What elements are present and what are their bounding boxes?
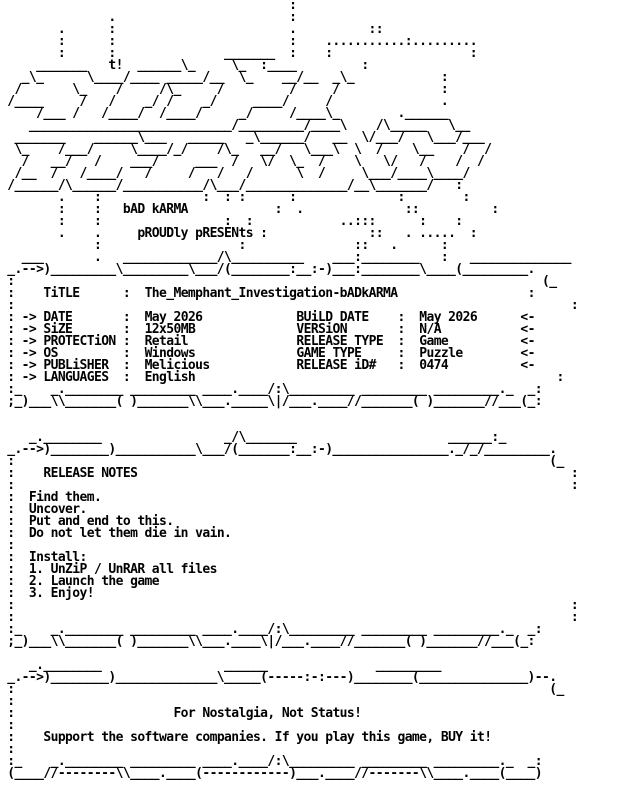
notes-line-4: Do not let them die in vain.: [28, 526, 232, 541]
field-value-protection: Retail: [144, 334, 189, 349]
field-label-build-date: BUiLD DATE: [296, 310, 369, 325]
logo-art: : . : . : . :: : : : ...........:.......…: [7, 0, 492, 217]
field-label-size: SiZE: [43, 322, 73, 337]
field-label-protection: PROTECTiON: [43, 334, 116, 349]
field-value-os: Windows: [144, 346, 196, 361]
notes-line-1: Find them.: [28, 490, 102, 505]
field-label-os: OS: [43, 346, 58, 361]
tagline: t!: [108, 58, 123, 73]
field-value-version: N/A: [419, 322, 441, 337]
field-value-languages: English: [144, 370, 196, 385]
notes-line-2: Uncover.: [28, 502, 87, 517]
field-value-date: May 2026: [144, 310, 203, 325]
release-title: The_Memphant_Investigation-bADkARMA: [144, 286, 399, 301]
title-label: TiTLE: [43, 286, 80, 301]
field-value-publisher: Melicious: [144, 358, 211, 373]
group-name: bAD kARMA: [122, 202, 189, 217]
field-value-build-date: May 2026: [419, 310, 478, 325]
notes-line-7: 1. UnZiP / UnRAR all files: [28, 562, 218, 577]
field-value-release-type: Game: [419, 334, 449, 349]
notes-line-8: 2. Launch the game: [28, 574, 160, 589]
field-value-game-type: Puzzle: [419, 346, 463, 361]
presents-line: pROUDly pRESENts: [137, 226, 253, 241]
footer-support: Support the software companies. If you p…: [43, 730, 492, 745]
footer-slogan: For Nostalgia, Not Status!: [173, 706, 362, 721]
notes-line-9: 3. Enjoy!: [28, 586, 95, 601]
notes-line-6: Install:: [28, 550, 87, 565]
field-label-date: DATE: [43, 310, 73, 325]
field-label-release-id: RELEASE iD#: [296, 358, 376, 373]
field-value-release-id: 0474: [419, 358, 449, 373]
field-label-game-type: GAME TYPE: [296, 346, 362, 361]
field-label-languages: LANGUAGES: [43, 370, 109, 385]
field-label-release-type: RELEASE TYPE: [296, 334, 384, 349]
notes-line-3: Put and end to this.: [28, 514, 174, 529]
notes-heading: RELEASE NOTES: [43, 466, 138, 481]
field-label-publisher: PUBLiSHER: [43, 358, 109, 373]
field-value-size: 12x50MB: [144, 322, 196, 337]
field-label-version: VERSiON: [296, 322, 347, 337]
